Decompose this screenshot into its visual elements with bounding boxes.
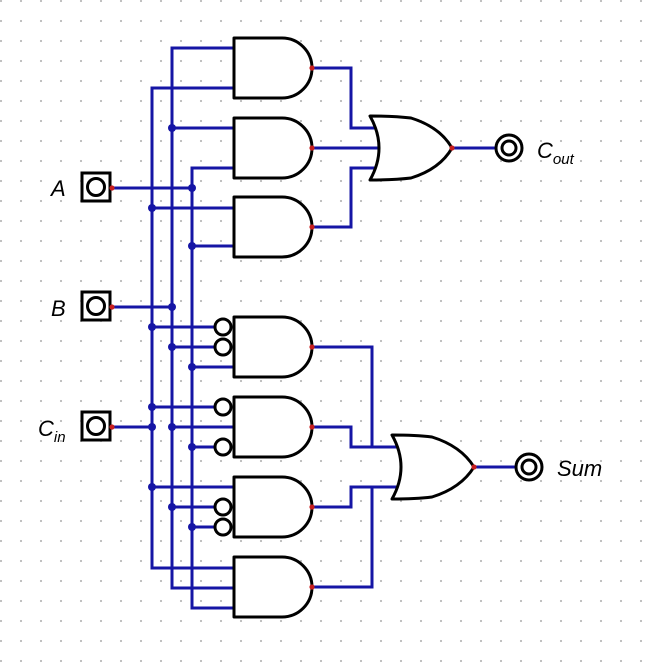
junction-dot xyxy=(188,363,196,371)
junction-dot xyxy=(148,403,156,411)
output-pin xyxy=(309,504,315,510)
and-gate-4[interactable] xyxy=(232,315,314,379)
junction-dot xyxy=(148,323,156,331)
output-pin xyxy=(309,424,315,430)
wire-and7-out xyxy=(310,485,374,589)
or-gate-sum[interactable] xyxy=(390,433,476,501)
input-toggle-icon xyxy=(86,416,106,436)
output-pin xyxy=(309,224,315,230)
junction-dot xyxy=(188,443,196,451)
junction-dot xyxy=(168,343,176,351)
wires xyxy=(110,46,520,610)
and-gates xyxy=(232,36,314,619)
label-a: A xyxy=(49,176,66,201)
or-gates xyxy=(368,114,476,501)
wire-and1-out xyxy=(310,66,378,130)
output-pin xyxy=(309,344,315,350)
junction-dot xyxy=(148,483,156,491)
gate-pins xyxy=(309,65,477,590)
and-gate-5[interactable] xyxy=(232,395,314,459)
output-pin xyxy=(309,65,315,71)
not-bubble xyxy=(213,437,233,457)
output-pin-sum[interactable] xyxy=(514,452,544,482)
and-gate-7[interactable] xyxy=(232,555,314,619)
junction-dot xyxy=(188,184,196,192)
label-cout: Cout xyxy=(537,138,575,168)
junction-dot xyxy=(188,242,196,250)
output-pin xyxy=(449,145,455,151)
input-pin-dot xyxy=(109,304,115,310)
and-gate-6[interactable] xyxy=(232,475,314,539)
input-pin-cin[interactable] xyxy=(80,410,115,442)
label-sum: Sum xyxy=(557,456,602,481)
and-gate-3[interactable] xyxy=(232,195,314,259)
wire-and6-out xyxy=(310,485,400,509)
not-bubble xyxy=(213,317,233,337)
output-core-icon xyxy=(500,139,518,157)
label-cin: Cin xyxy=(38,416,66,446)
wire-and5-out xyxy=(310,425,374,449)
and-gate-2[interactable] xyxy=(232,116,314,180)
output-pin xyxy=(471,464,477,470)
junction-dot xyxy=(188,523,196,531)
label-b: B xyxy=(51,296,66,321)
junction-dot xyxy=(148,204,156,212)
junctions xyxy=(148,124,196,531)
output-pin-cout[interactable] xyxy=(494,133,524,163)
input-toggle-icon xyxy=(86,296,106,316)
junction-dot xyxy=(148,423,156,431)
input-pin-dot xyxy=(109,424,115,430)
not-bubble xyxy=(213,497,233,517)
and-gate-1[interactable] xyxy=(232,36,314,100)
input-pin-a[interactable] xyxy=(80,171,115,203)
not-bubble xyxy=(213,397,233,417)
output-core-icon xyxy=(520,458,538,476)
or-gate-carry[interactable] xyxy=(368,114,454,182)
wire-and4-out xyxy=(310,345,400,449)
wire-and3-out xyxy=(310,166,378,229)
output-pin xyxy=(309,145,315,151)
junction-dot xyxy=(168,503,176,511)
not-bubble xyxy=(213,517,233,537)
input-pin-b[interactable] xyxy=(80,290,115,322)
inverters xyxy=(213,317,233,537)
output-pin xyxy=(309,584,315,590)
junction-dot xyxy=(168,124,176,132)
input-pin-dot xyxy=(109,185,115,191)
junction-dot xyxy=(168,423,176,431)
input-toggle-icon xyxy=(86,177,106,197)
not-bubble xyxy=(213,337,233,357)
junction-dot xyxy=(168,303,176,311)
